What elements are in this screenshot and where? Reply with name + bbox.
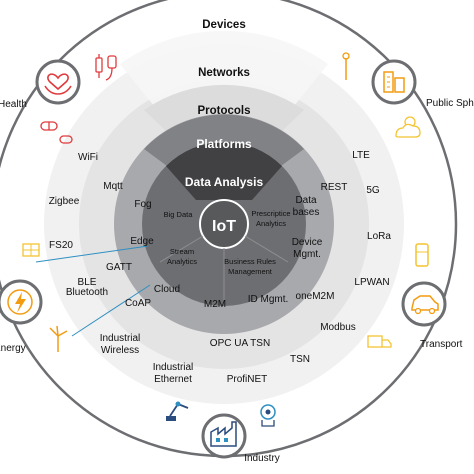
energy-domain xyxy=(0,279,43,325)
drip-bag-icon xyxy=(105,55,117,81)
connector-line xyxy=(35,245,149,263)
truck-icon xyxy=(367,335,392,348)
bus-icon xyxy=(415,243,429,267)
tablet-icon xyxy=(59,135,73,144)
transport-domain-label: Transport xyxy=(420,339,463,350)
rest-label: REST xyxy=(321,182,348,193)
industry-icon-ring xyxy=(201,413,247,459)
platforms-title: Platforms xyxy=(196,137,252,151)
car-icon xyxy=(411,295,439,315)
transport-domain xyxy=(401,281,447,327)
industrial-wireless-label-1: Industrial xyxy=(100,333,141,344)
prescriptive-label-1: Prescriptice xyxy=(251,209,290,218)
street-lamp-icon xyxy=(342,52,350,80)
public-sphere-domain xyxy=(371,59,417,105)
industrial-wireless-label-2: Wireless xyxy=(101,345,139,356)
device-mgmt-label-2: Mgmt. xyxy=(293,249,321,260)
energy-icon-inner xyxy=(7,289,33,315)
industry-domain xyxy=(201,413,247,459)
industrial-ethernet-label-2: Ethernet xyxy=(154,374,192,385)
factory-icon xyxy=(210,421,237,447)
core-divider xyxy=(244,235,289,263)
public-sphere-domain-label: Public Sphe xyxy=(426,98,474,109)
health-domain-label: Health xyxy=(0,99,27,110)
business-rules-label-2: Management xyxy=(228,267,273,276)
tsn-label: TSN xyxy=(290,354,310,365)
onem2m-label: oneM2M xyxy=(296,291,335,302)
ble-label: BLE xyxy=(78,277,97,288)
hands-heart-icon xyxy=(44,73,72,95)
robot-arm-icon xyxy=(166,401,189,421)
city-buildings-icon xyxy=(383,71,405,93)
data-analysis-banner xyxy=(166,142,282,200)
cloud-label: Cloud xyxy=(154,284,180,295)
edge-label: Edge xyxy=(130,236,154,247)
cloud-sun-icon xyxy=(395,116,421,138)
protocols-title: Protocols xyxy=(197,105,250,117)
opc-ua-tsn-label: OPC UA TSN xyxy=(210,338,270,349)
coap-label: CoAP xyxy=(125,298,151,309)
stream-label-2: Analytics xyxy=(167,257,197,266)
syringe-icon xyxy=(95,54,103,78)
public-sphere-icon-ring xyxy=(371,59,417,105)
bluetooth-label: Bluetooth xyxy=(66,287,108,298)
databases-label-2: bases xyxy=(293,207,320,218)
connector-line xyxy=(71,284,151,337)
stream-label-1: Stream xyxy=(170,247,194,256)
industrial-ethernet-label-1: Industrial xyxy=(153,362,194,373)
m2m-label: M2M xyxy=(204,299,226,310)
lora-label: LoRa xyxy=(367,231,391,242)
pill-icon xyxy=(40,121,58,131)
health-domain xyxy=(35,59,81,105)
energy-domain-label: Energy xyxy=(0,343,26,354)
gatt-label: GATT xyxy=(106,262,132,273)
id-mgmt-label: ID Mgmt. xyxy=(248,294,289,305)
mqtt-label: Mqtt xyxy=(103,181,123,192)
solar-panel-icon xyxy=(22,243,40,257)
transport-icon-ring xyxy=(401,281,447,327)
databases-label-1: Data xyxy=(295,195,317,206)
health-icon-ring xyxy=(35,59,81,105)
industry-domain-label: Industry xyxy=(244,453,280,464)
lpwan-label: LPWAN xyxy=(354,277,389,288)
lightning-bolt-icon xyxy=(15,292,26,313)
data-analysis-title: Data Analysis xyxy=(185,175,264,189)
profinet-label: ProfiNET xyxy=(227,374,268,385)
lte-label: LTE xyxy=(352,150,370,161)
wind-turbine-icon xyxy=(49,325,68,352)
iot-title: IoT xyxy=(212,218,236,235)
wifi-label: WiFi xyxy=(78,152,98,163)
device-mgmt-label-1: Device xyxy=(292,237,323,248)
modbus-label: Modbus xyxy=(320,322,356,333)
devices-title: Devices xyxy=(202,19,245,31)
core-divider xyxy=(159,235,204,263)
gear-head-icon xyxy=(260,404,276,427)
fog-label: Fog xyxy=(134,199,151,210)
prescriptive-label-2: Analytics xyxy=(256,219,286,228)
big-data-label: Big Data xyxy=(164,210,194,219)
5g-label: 5G xyxy=(366,185,380,196)
networks-title: Networks xyxy=(198,67,250,79)
fs20-label: FS20 xyxy=(49,240,73,251)
zigbee-label: Zigbee xyxy=(49,196,80,207)
business-rules-label-1: Business Rules xyxy=(224,257,276,266)
